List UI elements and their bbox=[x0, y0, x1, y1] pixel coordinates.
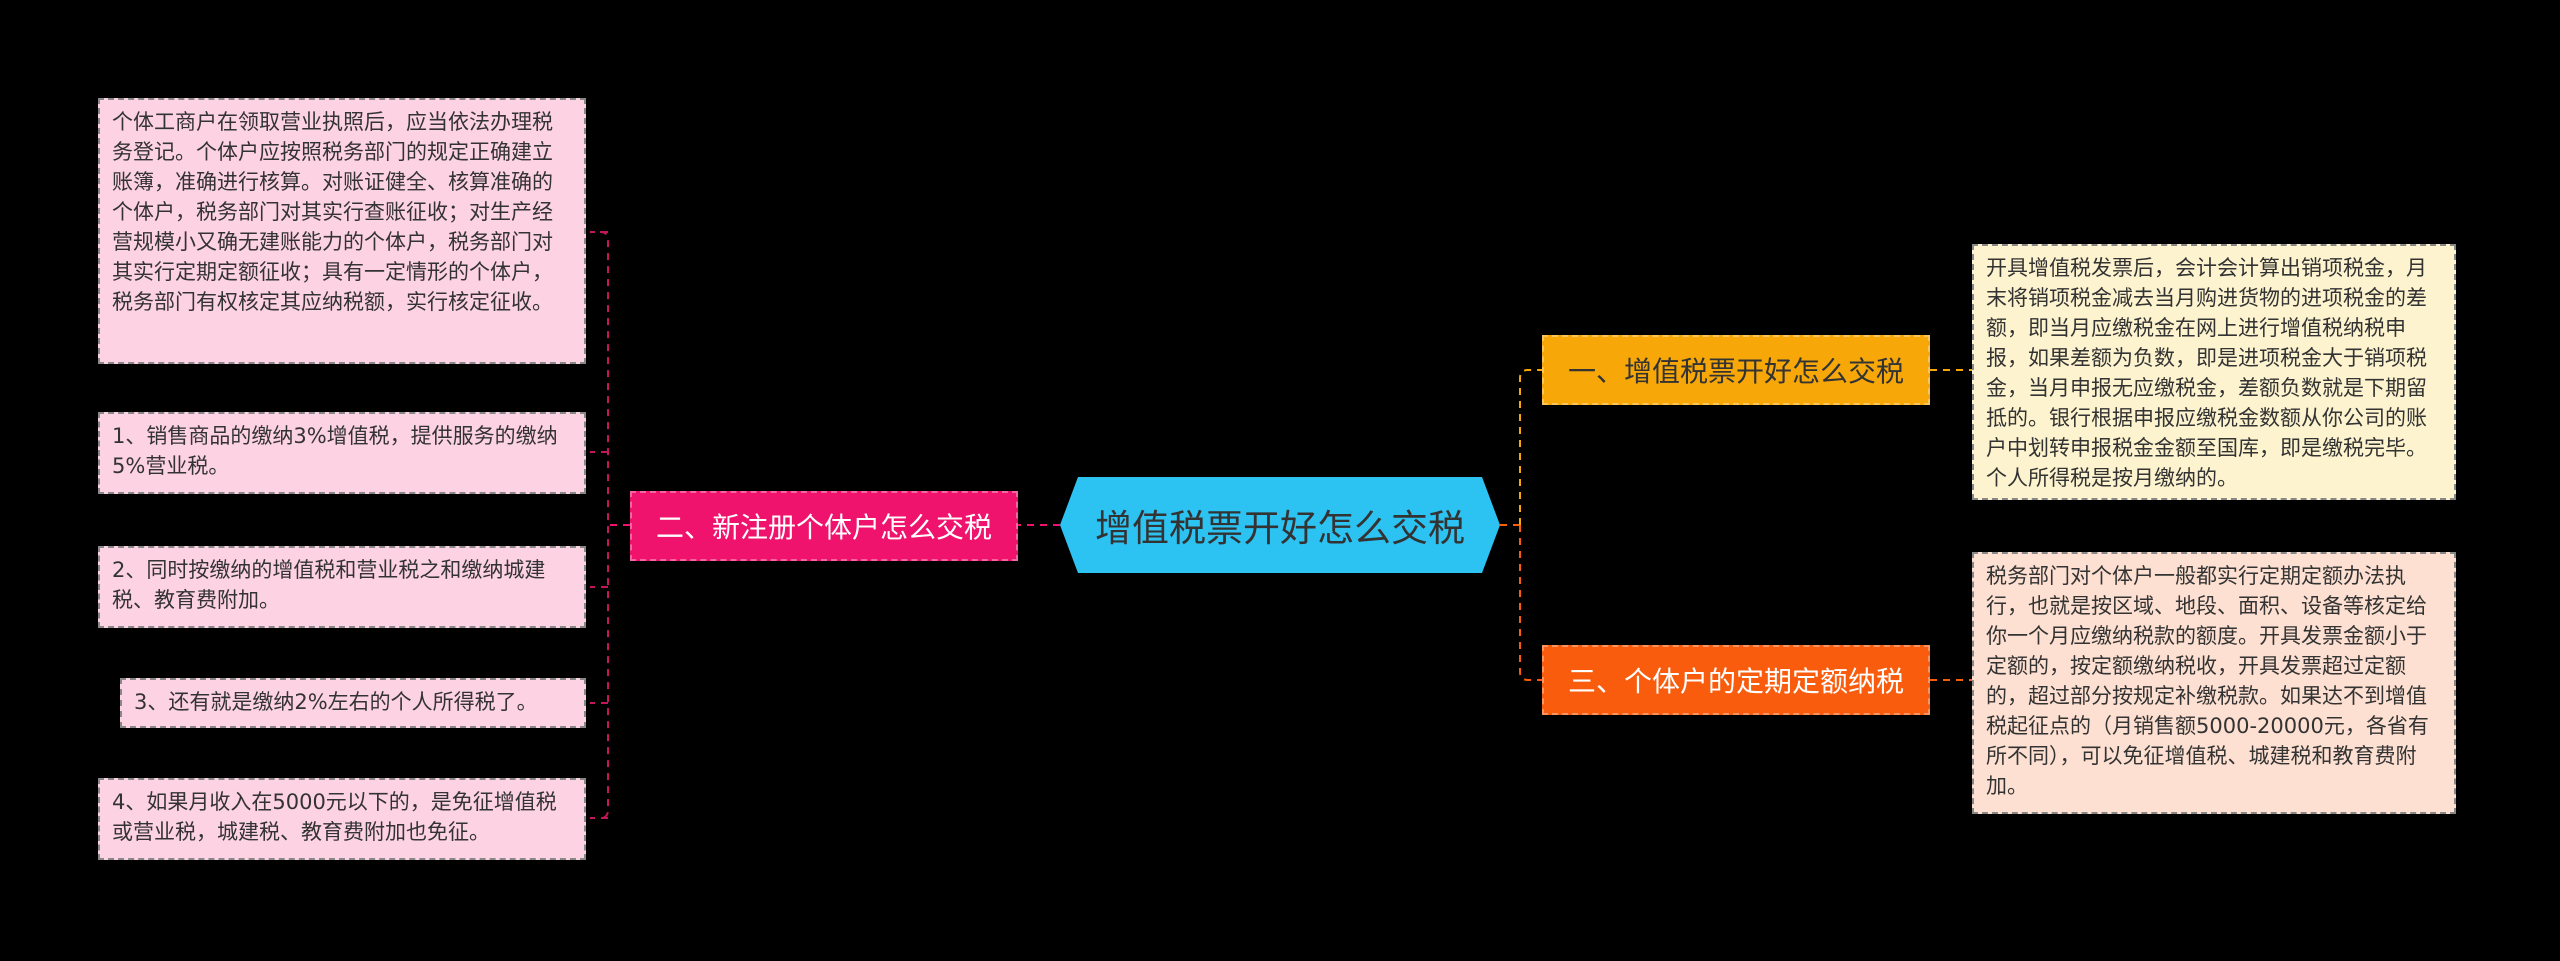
leaf-text: 1、销售商品的缴纳3%增值税，提供服务的缴纳5%营业税。 bbox=[112, 424, 558, 478]
leaf-text: 开具增值税发票后，会计会计算出销项税金，月末将销项税金减去当月购进货物的进项税金… bbox=[1986, 256, 2427, 490]
leaf-text: 2、同时按缴纳的增值税和营业税之和缴纳城建税、教育费附加。 bbox=[112, 558, 546, 612]
leaf-item-2[interactable]: 2、同时按缴纳的增值税和营业税之和缴纳城建税、教育费附加。 bbox=[98, 546, 586, 628]
leaf-vat-process[interactable]: 开具增值税发票后，会计会计算出销项税金，月末将销项税金减去当月购进货物的进项税金… bbox=[1972, 244, 2456, 500]
central-topic-label: 增值税票开好怎么交税 bbox=[1095, 507, 1465, 550]
leaf-fixed-quota-detail[interactable]: 税务部门对个体户一般都实行定期定额办法执行，也就是按区域、地段、面积、设备等核定… bbox=[1972, 552, 2456, 814]
branch-label: 二、新注册个体户怎么交税 bbox=[655, 511, 992, 544]
leaf-text: 税务部门对个体户一般都实行定期定额办法执行，也就是按区域、地段、面积、设备等核定… bbox=[1986, 564, 2429, 798]
leaf-text: 4、如果月收入在5000元以下的，是免征增值税或营业税，城建税、教育费附加也免征… bbox=[112, 790, 557, 844]
leaf-text: 个体工商户在领取营业执照后，应当依法办理税务登记。个体户应按照税务部门的规定正确… bbox=[112, 110, 553, 314]
branch-new-registration[interactable]: 二、新注册个体户怎么交税 bbox=[630, 491, 1018, 561]
central-topic[interactable]: 增值税票开好怎么交税 bbox=[1060, 477, 1500, 573]
leaf-registration-intro[interactable]: 个体工商户在领取营业执照后，应当依法办理税务登记。个体户应按照税务部门的规定正确… bbox=[98, 98, 586, 364]
leaf-text: 3、还有就是缴纳2%左右的个人所得税了。 bbox=[134, 690, 538, 714]
leaf-item-3[interactable]: 3、还有就是缴纳2%左右的个人所得税了。 bbox=[120, 678, 586, 728]
branch-label: 一、增值税票开好怎么交税 bbox=[1567, 355, 1904, 388]
bracket-left bbox=[599, 231, 609, 819]
branch-fixed-quota[interactable]: 三、个体户的定期定额纳税 bbox=[1542, 645, 1930, 715]
link-right-bottom bbox=[1519, 525, 1542, 681]
branch-label: 三、个体户的定期定额纳税 bbox=[1567, 665, 1904, 698]
leaf-item-1[interactable]: 1、销售商品的缴纳3%增值税，提供服务的缴纳5%营业税。 bbox=[98, 412, 586, 494]
branch-vat-invoice[interactable]: 一、增值税票开好怎么交税 bbox=[1542, 335, 1930, 405]
link-right-top bbox=[1519, 369, 1542, 525]
leaf-item-4[interactable]: 4、如果月收入在5000元以下的，是免征增值税或营业税，城建税、教育费附加也免征… bbox=[98, 778, 586, 860]
